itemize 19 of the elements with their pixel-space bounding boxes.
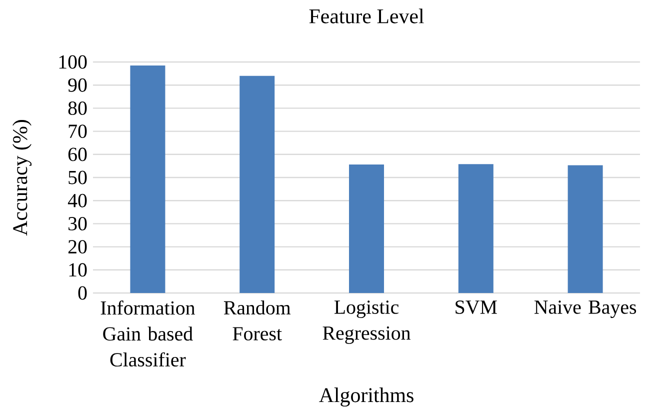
tick-label: 70 xyxy=(68,124,87,138)
tick-label: 0 xyxy=(78,286,87,300)
tick-label: 80 xyxy=(68,101,87,115)
tick-label: 100 xyxy=(59,55,87,69)
tick-label: 10 xyxy=(69,263,87,277)
tick-label: 40 xyxy=(68,194,87,208)
tick-label: 30 xyxy=(68,216,87,230)
tick-label: 90 xyxy=(68,78,87,92)
tick-label: 50 xyxy=(68,170,87,184)
category-label: Information Gain based Classifier xyxy=(100,300,195,367)
tick-label: 20 xyxy=(68,240,87,254)
category-label: SVM xyxy=(456,300,497,314)
category-label: Random Forest xyxy=(224,300,291,340)
tick-label: 60 xyxy=(68,148,87,162)
axis-title: Algorithms xyxy=(319,387,414,407)
category-label: Naive Bayes xyxy=(534,300,636,318)
chart-title: Feature Level xyxy=(309,8,424,24)
category-label: Logistic Regression xyxy=(322,300,410,344)
axis-title: Accuracy (%) xyxy=(12,120,32,236)
